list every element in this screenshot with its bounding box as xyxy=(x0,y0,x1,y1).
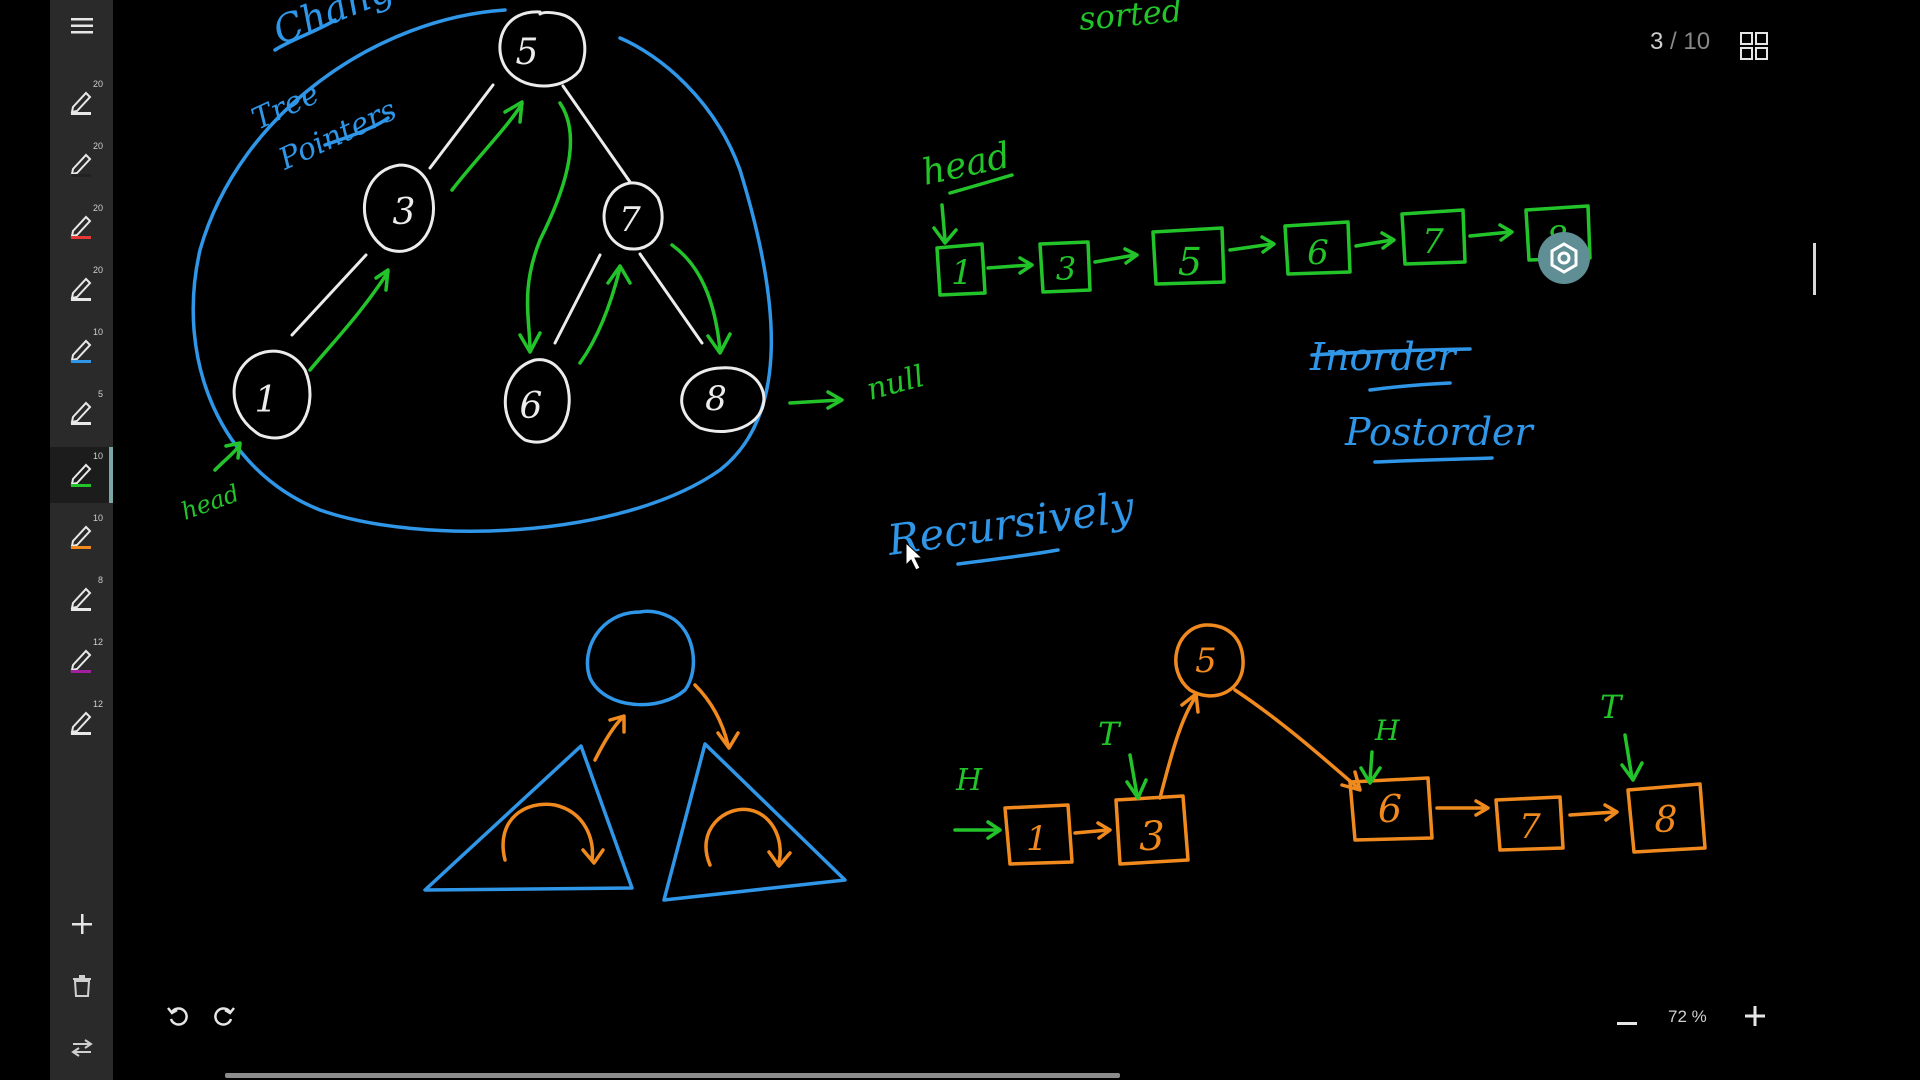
page-indicator: 3 / 10 xyxy=(1650,28,1710,56)
page-grid-button[interactable] xyxy=(1740,32,1768,60)
pen-icon xyxy=(70,587,92,611)
change-label: Change xyxy=(267,0,420,53)
pen-tool-4[interactable]: 20 xyxy=(50,261,113,317)
head-marker-right: H xyxy=(1374,714,1400,747)
gear-icon xyxy=(1550,242,1578,274)
pen-icon xyxy=(70,649,92,673)
linked-list-top: head 1 3 5 6 7 8 xyxy=(918,135,1592,297)
pen-icon xyxy=(70,463,92,487)
pen-size-label: 12 xyxy=(92,699,103,709)
list-top-value-6: 6 xyxy=(1307,233,1329,273)
pen-tool-11[interactable]: 12 xyxy=(50,695,113,751)
sorted-label: sorted xyxy=(1077,0,1183,38)
pen-icon xyxy=(70,153,92,177)
tail-marker-left: T xyxy=(1098,715,1122,753)
node-8: 8 xyxy=(705,379,727,419)
horizontal-scrollbar[interactable] xyxy=(225,1073,1120,1078)
zoom-level: 72 % xyxy=(1668,1007,1707,1026)
hamburger-menu-icon xyxy=(70,18,93,34)
pen-tool-1[interactable]: 20 xyxy=(50,75,113,131)
node-7: 7 xyxy=(619,200,641,240)
redo-button[interactable] xyxy=(212,1004,236,1028)
zoom-in-button[interactable] xyxy=(1740,1002,1770,1032)
total-pages: 10 xyxy=(1683,28,1711,55)
pen-size-label: 20 xyxy=(92,265,103,275)
list-bottom-value-1: 1 xyxy=(1026,819,1048,859)
pen-size-label: 10 xyxy=(92,327,103,337)
recursion-sketch xyxy=(423,609,847,902)
undo-icon xyxy=(167,1007,188,1026)
current-page: 3 xyxy=(1650,28,1664,55)
settings-button[interactable] xyxy=(1538,232,1590,284)
pen-tool-2[interactable]: 20 xyxy=(50,137,113,193)
pen-tool-6[interactable]: 5 xyxy=(50,385,113,441)
list-bottom-value-8: 8 xyxy=(1655,800,1678,841)
node-3: 3 xyxy=(393,192,416,233)
pen-size-label: 12 xyxy=(92,637,103,647)
pen-tool-9[interactable]: 8 xyxy=(50,571,113,627)
grid-icon xyxy=(1740,32,1768,60)
swap-button[interactable] xyxy=(50,1026,113,1070)
linked-list-bottom: 5 1 3 6 7 8 H T H T xyxy=(953,623,1707,866)
node-6: 6 xyxy=(520,386,543,427)
trash-icon xyxy=(72,975,91,997)
pen-size-label: 20 xyxy=(92,203,103,213)
pen-icon xyxy=(70,525,92,549)
pen-icon xyxy=(70,91,92,115)
recursively-label: Recursively xyxy=(884,482,1139,565)
list-top-value-5: 5 xyxy=(1178,240,1202,284)
add-pen-button[interactable] xyxy=(50,902,113,946)
minus-icon xyxy=(1617,1022,1637,1025)
pen-icon xyxy=(70,277,92,301)
plus-icon xyxy=(71,914,92,934)
tail-marker-right: T xyxy=(1600,688,1624,726)
swap-arrows-icon xyxy=(70,1039,93,1057)
node-1: 1 xyxy=(255,380,278,421)
node-5: 5 xyxy=(516,32,539,73)
pen-icon xyxy=(70,401,92,425)
tool-sidebar: 20 20 20 20 10 5 10 10 8 12 12 xyxy=(50,0,113,1080)
pen-tool-3[interactable]: 20 xyxy=(50,199,113,255)
pen-size-label: 20 xyxy=(92,141,103,151)
root-node-5: 5 xyxy=(1195,641,1217,681)
postorder-label: Postorder xyxy=(1344,410,1536,454)
head-label-tree: head xyxy=(177,479,242,526)
plus-icon xyxy=(1745,1006,1765,1026)
menu-button[interactable] xyxy=(50,4,113,48)
traversal-labels: Inorder Postorder xyxy=(1309,335,1536,464)
zoom-out-button[interactable] xyxy=(1612,1002,1642,1032)
pen-size-label: 8 xyxy=(97,575,103,585)
head-label-list: head xyxy=(918,135,1014,194)
pen-icon xyxy=(70,215,92,239)
pen-tool-10[interactable]: 12 xyxy=(50,633,113,689)
redo-icon xyxy=(214,1007,235,1026)
pen-tool-5[interactable]: 10 xyxy=(50,323,113,379)
delete-button[interactable] xyxy=(50,964,113,1008)
pen-tool-7[interactable]: 10 xyxy=(50,447,113,503)
mouse-cursor-icon xyxy=(905,541,924,571)
side-panel-handle[interactable] xyxy=(1813,243,1816,295)
pen-size-label: 10 xyxy=(92,451,103,461)
page-separator: / xyxy=(1670,28,1677,55)
active-pen-indicator xyxy=(109,447,113,503)
list-top-value-3: 3 xyxy=(1056,250,1076,288)
pen-icon xyxy=(70,339,92,363)
inorder-label: Inorder xyxy=(1309,335,1458,379)
list-bottom-value-7: 7 xyxy=(1519,807,1541,847)
undo-button[interactable] xyxy=(166,1004,190,1028)
pen-icon xyxy=(70,711,92,735)
list-bottom-value-3: 3 xyxy=(1139,814,1164,860)
list-bottom-value-6: 6 xyxy=(1378,787,1402,831)
pen-tool-8[interactable]: 10 xyxy=(50,509,113,565)
list-top-value-1: 1 xyxy=(951,253,973,293)
pen-size-label: 20 xyxy=(92,79,103,89)
list-top-value-7: 7 xyxy=(1422,222,1444,262)
tree-diagram: 5 3 7 1 6 8 Change Tree Pointers head nu… xyxy=(177,0,928,533)
pen-size-label: 5 xyxy=(97,389,103,399)
pen-size-label: 10 xyxy=(92,513,103,523)
null-label: null xyxy=(863,359,928,408)
head-marker-left: H xyxy=(955,763,983,798)
